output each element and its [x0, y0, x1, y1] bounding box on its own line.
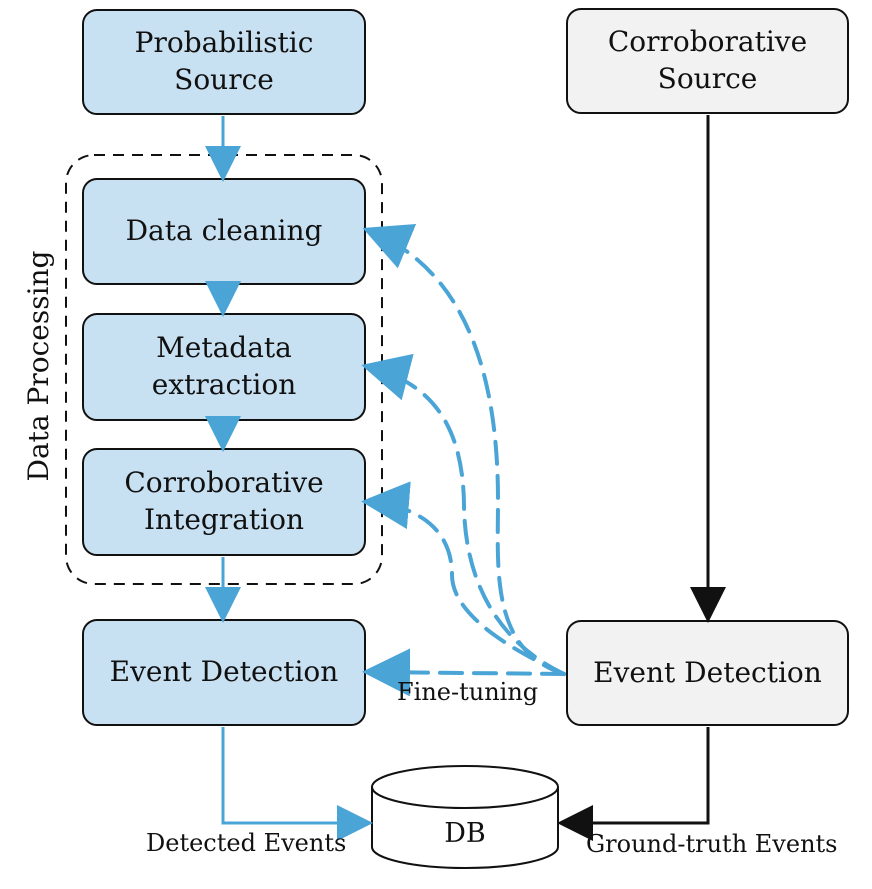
ground-truth-events-label: Ground-truth Events: [586, 830, 838, 858]
arrow-ground-truth-events-to-db: [557, 727, 710, 841]
database-cylinder: [371, 765, 559, 869]
detected-events-label: Detected Events: [146, 829, 347, 857]
corroborative-integration-box: [82, 448, 366, 556]
fine-tuning-arrow-to-event-detection: [362, 648, 566, 697]
arrow-detected-events-to-db: [221, 727, 373, 841]
metadata-extraction-box: [82, 313, 366, 421]
fine-tuning-arrow-to-metadata-extraction: [361, 353, 566, 676]
fine-tuning-arrow-to-corroborative-integration: [361, 481, 566, 676]
probabilistic-source-box: [82, 9, 366, 115]
data-processing-label: Data Processing: [22, 250, 55, 482]
data-cleaning-box: [82, 178, 366, 285]
event-detection-left-box: [82, 619, 366, 726]
fine-tuning-arrow-to-data-cleaning: [362, 224, 566, 676]
corroborative-source-box: [566, 8, 849, 114]
event-detection-right-box: [566, 620, 849, 726]
fine-tuning-label: Fine-tuning: [397, 678, 539, 706]
